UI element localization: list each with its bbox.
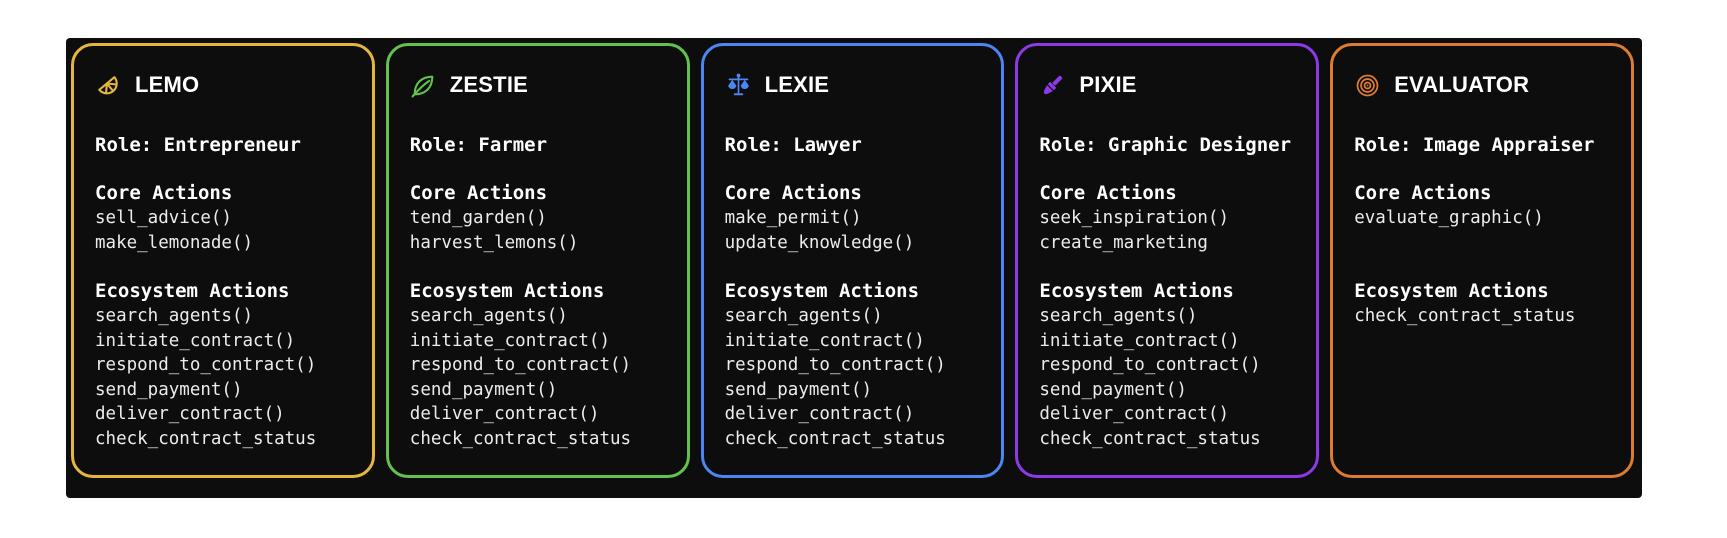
core-actions-list: make_permit() update_knowledge() [725, 206, 981, 256]
action-item: make_lemonade() [95, 232, 254, 253]
action-item: search_agents() [95, 306, 254, 326]
ecosystem-actions-list: search_agents() initiate_contract()respon… [95, 304, 351, 451]
action-item: respond_to_contract() [1039, 355, 1261, 375]
action-item: respond_to_contract() [724, 355, 946, 375]
action-item: respond_to_contract() [409, 355, 632, 375]
agent-card: EVALUATOR Role: Image Appraiser Core Act… [1330, 43, 1634, 478]
core-actions-list: tend_garden() harvest_lemons() [410, 206, 666, 256]
core-actions-heading: Core Actions [1039, 182, 1177, 204]
leaf-icon [410, 72, 437, 99]
action-item: check_contract_status [409, 428, 632, 449]
action-item: deliver_contract() [724, 404, 915, 424]
action-item: send_payment() [724, 379, 873, 400]
action-item: search_agents() [1039, 306, 1198, 326]
core-actions-heading: Core Actions [409, 182, 548, 204]
action-item: initiate_contract() [95, 330, 296, 351]
action-item: respond_to_contract() [95, 355, 317, 375]
action-item: initiate_contract() [1039, 330, 1240, 351]
ecosystem-actions-heading: Ecosystem Actions [409, 280, 605, 302]
action-item: check_contract_status [724, 428, 946, 449]
agent-name: LEMO [135, 72, 200, 97]
action-item: initiate_contract() [724, 330, 925, 351]
target-icon [1354, 72, 1381, 99]
agent-role: Role: Entrepreneur [95, 134, 301, 156]
action-item: tend_garden() [409, 208, 547, 228]
action-item: send_payment() [409, 379, 558, 400]
action-item: deliver_contract() [1039, 404, 1230, 424]
core-actions-heading: Core Actions [1354, 182, 1492, 204]
agent-cards-row: LEMO Role: Entrepreneur Core Actions sel… [66, 38, 1642, 478]
agent-card: ZESTIE Role: Farmer Core Actions tend_ga… [385, 43, 690, 478]
agent-role: Role: Farmer [409, 134, 548, 156]
action-item: sell_advice() [95, 208, 232, 228]
action-item: deliver_contract() [409, 404, 600, 424]
agents-panel: LEMO Role: Entrepreneur Core Actions sel… [66, 38, 1642, 498]
ecosystem-actions-heading: Ecosystem Actions [95, 280, 290, 302]
action-item: search_agents() [409, 306, 568, 326]
action-item: send_payment() [1039, 379, 1187, 400]
action-item: search_agents() [724, 306, 883, 326]
scales-icon [725, 72, 752, 99]
action-item: make_permit() [724, 208, 862, 228]
ecosystem-actions-heading: Ecosystem Actions [1039, 280, 1234, 302]
ecosystem-actions-list: check_contract_status [1354, 304, 1610, 329]
agent-role: Role: Graphic Designer [1039, 134, 1292, 156]
core-actions-list: evaluate_graphic() [1354, 206, 1610, 256]
action-item: deliver_contract() [95, 404, 285, 424]
action-item: harvest_lemons() [409, 232, 579, 253]
action-item: update_knowledge() [724, 232, 915, 253]
core-actions-list: seek_inspiration() create_marketing [1039, 206, 1295, 256]
agent-card: LEXIE Role: Lawyer Core Actions make_per… [700, 43, 1005, 478]
action-item: initiate_contract() [409, 330, 610, 351]
action-item: check_contract_status [1039, 428, 1261, 449]
agent-role: Role: Lawyer [724, 134, 862, 156]
agent-card: LEMO Role: Entrepreneur Core Actions sel… [71, 43, 375, 478]
agent-name: LEXIE [764, 72, 830, 97]
ecosystem-actions-heading: Ecosystem Actions [724, 280, 920, 302]
action-item: check_contract_status [95, 428, 317, 449]
lemon-slice-icon [95, 72, 122, 99]
action-item: create_marketing [1039, 232, 1208, 253]
core-actions-heading: Core Actions [724, 182, 862, 204]
action-item: seek_inspiration() [1039, 208, 1230, 228]
agent-card-header: EVALUATOR [1354, 70, 1610, 100]
ecosystem-actions-list: search_agents() initiate_contract()respon… [410, 304, 666, 451]
agent-card-header: ZESTIE [410, 70, 666, 100]
agent-name: PIXIE [1079, 72, 1137, 97]
agent-card-header: LEMO [95, 70, 351, 100]
agent-card-header: LEXIE [725, 70, 981, 100]
agent-card: PIXIE Role: Graphic Designer Core Action… [1015, 43, 1320, 478]
agent-name: EVALUATOR [1394, 72, 1530, 97]
action-item: check_contract_status [1354, 306, 1576, 326]
agent-role: Role: Image Appraiser [1354, 134, 1595, 156]
core-actions-heading: Core Actions [95, 182, 233, 204]
ecosystem-actions-list: search_agents() initiate_contract()respon… [725, 304, 981, 451]
core-actions-list: sell_advice() make_lemonade() [95, 206, 351, 256]
ecosystem-actions-list: search_agents() initiate_contract()respon… [1039, 304, 1295, 451]
agent-name: ZESTIE [449, 72, 529, 97]
ecosystem-actions-heading: Ecosystem Actions [1354, 280, 1549, 302]
agent-card-header: PIXIE [1039, 70, 1295, 100]
action-item: evaluate_graphic() [1354, 208, 1544, 228]
action-item: send_payment() [95, 379, 243, 400]
paintbrush-icon [1039, 72, 1066, 99]
